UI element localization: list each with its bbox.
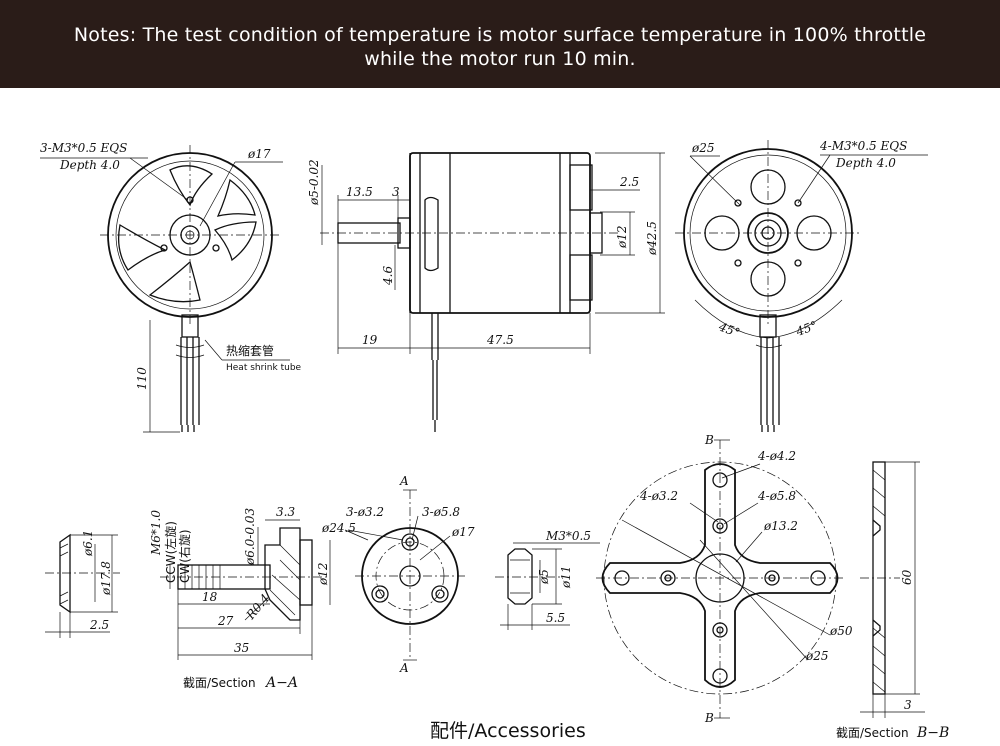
accessory-washer: ø6.1 ø17.8 2.5 bbox=[45, 530, 120, 638]
notes-line-2: while the motor run 10 min. bbox=[364, 48, 636, 70]
label-45-left: 45° bbox=[716, 319, 742, 340]
label-3-m3-eqs-left: 3-M3*0.5 EQS bbox=[40, 141, 127, 155]
label-a-bottom: A bbox=[399, 661, 409, 675]
label-3-d5-8: 3-ø5.8 bbox=[422, 505, 460, 519]
label-13-5: 13.5 bbox=[346, 185, 373, 199]
label-3-d3-2: 3-ø3.2 bbox=[346, 505, 384, 519]
accessory-section-bb: 60 3 截面/Section B−B bbox=[836, 461, 949, 741]
label-2-5-top: 2.5 bbox=[619, 175, 639, 189]
label-d17-8: ø17.8 bbox=[99, 561, 113, 596]
label-heat-shrink-cn: 热缩套管 bbox=[226, 343, 274, 358]
label-45-right: 45° bbox=[793, 318, 819, 339]
label-cw: CW(右旋) bbox=[177, 529, 192, 583]
label-4-d3-2: 4-ø3.2 bbox=[639, 489, 678, 503]
label-2-5-bottom: 2.5 bbox=[89, 618, 109, 632]
label-heat-shrink-en: Heat shrink tube bbox=[226, 363, 302, 373]
label-a-top: A bbox=[399, 474, 409, 488]
label-4-m3-eqs-right: 4-M3*0.5 EQS bbox=[819, 139, 907, 153]
accessory-nut: M3*0.5 ø5 ø11 5.5 bbox=[495, 529, 600, 630]
label-d50: ø50 bbox=[829, 624, 853, 638]
motor-front-view: 3-M3*0.5 EQS Depth 4.0 ø17 热缩套管 Heat shr… bbox=[40, 141, 302, 433]
label-section-bb-letter: B−B bbox=[916, 725, 949, 741]
label-110: 110 bbox=[135, 367, 149, 390]
accessory-flange: A A 3-ø3.2 3-ø5.8 ø24.5 ø17 bbox=[321, 474, 475, 675]
motor-rear-view: ø25 4-M3*0.5 EQS Depth 4.0 45° 45° bbox=[675, 139, 928, 432]
label-b-bottom: B bbox=[704, 711, 714, 725]
label-19: 19 bbox=[362, 333, 378, 347]
label-60: 60 bbox=[900, 569, 914, 585]
label-27: 27 bbox=[217, 614, 234, 628]
label-section-bb: 截面/Section bbox=[836, 726, 909, 740]
label-d25-cross: ø25 bbox=[805, 649, 829, 663]
label-m6: M6*1.0 bbox=[149, 510, 163, 556]
label-4-d4-2: 4-ø4.2 bbox=[757, 449, 796, 463]
motor-side-view: ø5-0.02 13.5 3 2.5 ø12 ø42.5 4.6 19 47.5 bbox=[307, 152, 665, 432]
label-depth-right: Depth 4.0 bbox=[835, 156, 896, 170]
label-d13-2: ø13.2 bbox=[763, 519, 798, 533]
label-3: 3 bbox=[392, 185, 400, 199]
label-ccw: CCW(左旋) bbox=[163, 521, 178, 583]
label-5-5: 5.5 bbox=[546, 611, 565, 625]
label-d12-top: ø12 bbox=[615, 226, 629, 250]
label-d12-adapter: ø12 bbox=[316, 563, 330, 587]
accessory-prop-adapter: M6*1.0 CCW(左旋) CW(右旋) ø6.0-0.03 3.3 ø12 … bbox=[149, 505, 331, 691]
label-d11: ø11 bbox=[559, 566, 573, 590]
label-d6-1: ø6.1 bbox=[81, 530, 95, 557]
label-47-5: 47.5 bbox=[486, 333, 514, 347]
label-b-top: B bbox=[704, 433, 714, 447]
label-d25-rear: ø25 bbox=[691, 141, 715, 155]
label-depth-left: Depth 4.0 bbox=[59, 158, 120, 172]
label-d5-nut: ø5 bbox=[537, 569, 551, 585]
accessories-title: 配件/Accessories bbox=[430, 720, 586, 742]
label-d42-5: ø42.5 bbox=[645, 221, 659, 256]
label-d6-003: ø6.0-0.03 bbox=[243, 508, 257, 566]
label-18: 18 bbox=[202, 590, 218, 604]
accessory-cross-mount: B B 4-ø4.2 4-ø3.2 4-ø5.8 ø13.2 ø50 ø25 bbox=[596, 433, 853, 725]
notes-banner: Notes: The test condition of temperature… bbox=[0, 0, 1000, 88]
label-m3-nut: M3*0.5 bbox=[545, 529, 591, 543]
label-d17-front: ø17 bbox=[247, 147, 271, 161]
label-4-6: 4.6 bbox=[381, 266, 395, 286]
label-4-d5-8: 4-ø5.8 bbox=[757, 489, 796, 503]
label-d17-flange: ø17 bbox=[451, 525, 475, 539]
notes-line-1: Notes: The test condition of temperature… bbox=[73, 24, 927, 46]
label-35: 35 bbox=[234, 641, 249, 655]
label-3-bb: 3 bbox=[904, 698, 912, 712]
label-section-aa: 截面/Section bbox=[183, 676, 256, 690]
label-section-aa-letter: A−A bbox=[264, 675, 298, 691]
label-d5: ø5-0.02 bbox=[307, 159, 321, 206]
label-3-3: 3.3 bbox=[276, 505, 295, 519]
label-d24-5: ø24.5 bbox=[321, 521, 356, 535]
